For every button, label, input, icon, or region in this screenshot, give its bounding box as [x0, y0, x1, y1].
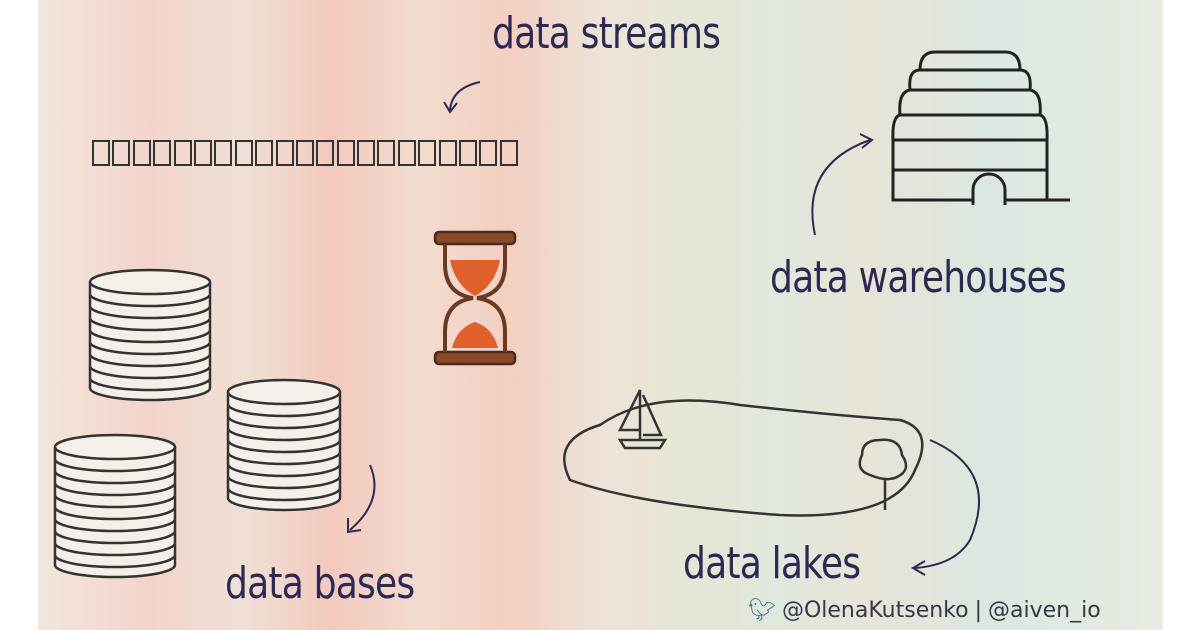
stream-box: [275, 140, 294, 166]
stream-box: [255, 140, 274, 166]
stream-box: [153, 140, 172, 166]
stream-box: [377, 140, 396, 166]
database-icon: [88, 268, 212, 402]
label-data-warehouses: data warehouses: [770, 252, 1067, 303]
database-icon: [53, 433, 177, 579]
database-stacks: [53, 268, 342, 579]
warehouse-arrow: [811, 133, 874, 236]
label-data-lakes: data lakes: [683, 538, 861, 589]
stream-box: [397, 140, 416, 166]
twitter-bird-icon: 🐦︎: [748, 598, 776, 623]
stream-box: [438, 140, 457, 166]
stream-arrow: [443, 81, 481, 114]
stream-box: [214, 140, 233, 166]
credit-org: @aiven_io: [988, 598, 1101, 623]
stream-box: [357, 140, 376, 166]
database-icon: [226, 378, 342, 512]
beehive-icon: [891, 50, 1070, 205]
stream-box: [234, 140, 253, 166]
credit-separator: |: [974, 598, 983, 623]
stream-box: [418, 140, 437, 166]
lake-icon: [563, 389, 924, 517]
label-data-streams: data streams: [492, 8, 721, 59]
stream-box: [173, 140, 192, 166]
stream-box: [459, 140, 478, 166]
stream-box: [295, 140, 314, 166]
stream-box: [479, 140, 498, 166]
label-data-bases: data bases: [225, 558, 415, 609]
lakes-arrow: [911, 439, 980, 576]
stream-boxes: [92, 140, 518, 166]
stream-box: [112, 140, 131, 166]
hourglass-icon: [433, 230, 517, 366]
credit-handle: @OlenaKutsenko: [781, 598, 969, 623]
credit-line: 🐦︎ @OlenaKutsenko | @aiven_io: [748, 598, 1101, 623]
stream-box: [499, 140, 518, 166]
stream-box: [92, 140, 110, 166]
stream-box: [316, 140, 335, 166]
stream-box: [193, 140, 212, 166]
stream-box: [132, 140, 151, 166]
bases-arrow: [347, 464, 376, 534]
stream-box: [336, 140, 355, 166]
